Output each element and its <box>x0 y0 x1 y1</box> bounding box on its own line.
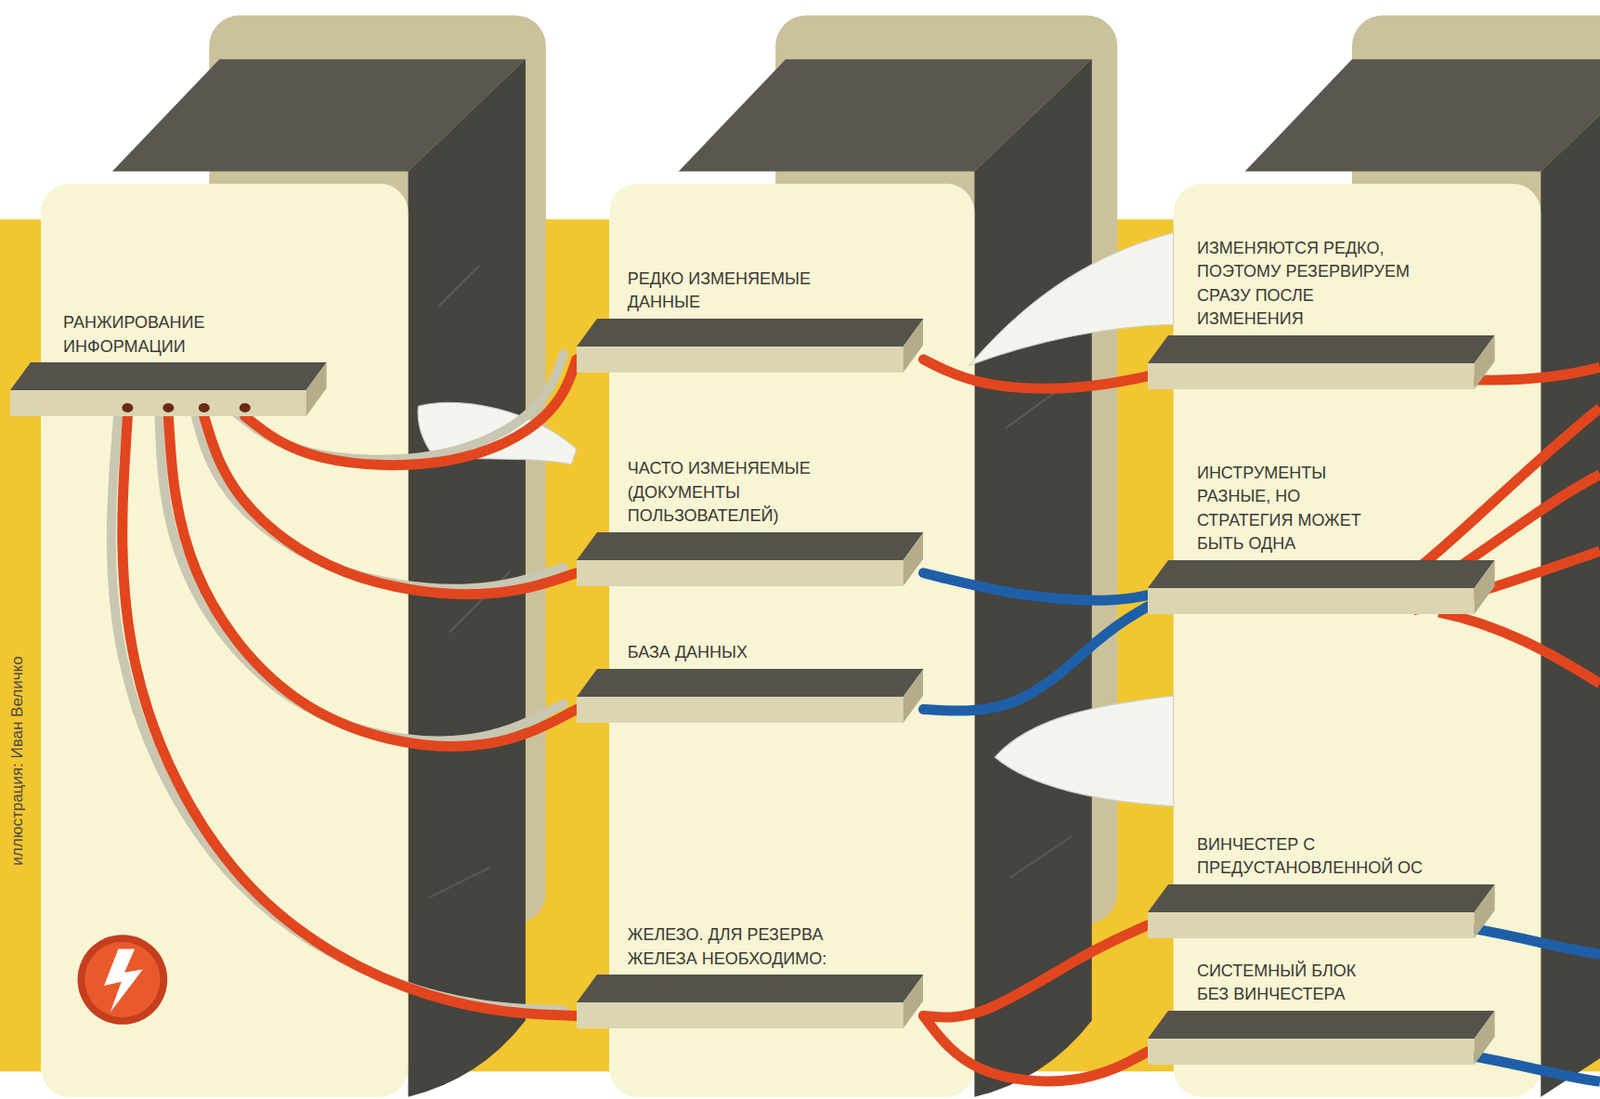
wire <box>122 416 577 1015</box>
shelf-label: ИЗМЕНЯЮТСЯ РЕДКО, ПОЭТОМУ РЕЗЕРВИРУЕМ СР… <box>1196 236 1420 332</box>
wire <box>204 416 577 594</box>
shelf-top <box>1147 559 1496 588</box>
wire-socket <box>162 403 174 413</box>
shelf-end <box>902 318 924 373</box>
shelf-front <box>576 1001 904 1028</box>
paper-curl <box>969 232 1174 365</box>
shelf-node: ИЗМЕНЯЮТСЯ РЕДКО, ПОЭТОМУ РЕЗЕРВИРУЕМ СР… <box>1147 236 1496 390</box>
shelf-node: БАЗА ДАННЫХ <box>576 640 924 723</box>
shelf-node: РАНЖИРОВАНИЕ ИНФОРМАЦИИ <box>10 311 327 417</box>
block-texture <box>1004 387 1071 877</box>
shelf-node: ЖЕЛЕЗО. ДЛЯ РЕЗЕРВА ЖЕЛЕЗА НЕОБХОДИМО: <box>576 923 924 1028</box>
shelf-front <box>1147 911 1475 938</box>
shelf-node: СИСТЕМНЫЙ БЛОК БЕЗ ВИНЧЕСТЕРА <box>1147 959 1496 1065</box>
shelf-end <box>1474 559 1496 614</box>
shelf-top <box>576 532 924 560</box>
shelf <box>1147 1010 1496 1065</box>
shelf-label: ВИНЧЕСТЕР С ПРЕДУСТАНОВЛЕННОЙ ОС <box>1196 832 1448 881</box>
block-top <box>1245 59 1600 172</box>
shelf <box>576 668 924 723</box>
shelf-label: ИНСТРУМЕНТЫ РАЗНЫЕ, НО СТРАТЕГИЯ МОЖЕТ Б… <box>1196 461 1383 557</box>
power-button <box>78 934 169 1025</box>
shelf <box>1147 884 1496 938</box>
shelf-top <box>576 974 924 1002</box>
front-board <box>1173 183 1542 1097</box>
shelf-front <box>576 346 904 373</box>
shelf-node: ВИНЧЕСТЕР С ПРЕДУСТАНОВЛЕННОЙ ОС <box>1147 832 1496 938</box>
shelf-end <box>902 668 924 723</box>
shelf-top <box>1147 1010 1496 1039</box>
lightning-symbol <box>104 949 144 1013</box>
shelf <box>1147 335 1496 390</box>
shelf <box>10 362 327 417</box>
wire <box>923 359 1148 389</box>
shelf-top <box>576 668 924 697</box>
shelf-node: ЧАСТО ИЗМЕНЯЕМЫЕ (ДОКУМЕНТЫ ПОЛЬЗОВАТЕЛЕ… <box>576 456 924 586</box>
paper-curl <box>994 695 1173 807</box>
shelf <box>576 318 924 373</box>
wire <box>923 924 1148 1017</box>
shelf-end <box>1474 335 1496 390</box>
wire-socket <box>121 403 133 413</box>
shelf-end <box>306 362 327 417</box>
wire <box>923 1014 1148 1080</box>
shelf-node: ИНСТРУМЕНТЫ РАЗНЫЕ, НО СТРАТЕГИЯ МОЖЕТ Б… <box>1147 461 1496 614</box>
shelf-label: РАНЖИРОВАНИЕ ИНФОРМАЦИИ <box>63 311 249 359</box>
shelf <box>576 974 924 1028</box>
shelf-end <box>1474 884 1496 938</box>
power-button-face <box>84 941 160 1017</box>
wire <box>168 416 577 746</box>
shelf-front <box>576 696 904 723</box>
shelf-label: СИСТЕМНЫЙ БЛОК БЕЗ ВИНЧЕСТЕРА <box>1196 959 1379 1007</box>
shelf-top <box>1147 884 1496 912</box>
shelf-top <box>576 318 924 347</box>
wire-socket <box>239 403 251 413</box>
shelf-end <box>902 532 924 586</box>
shelf-front <box>1147 363 1475 390</box>
wire <box>1438 611 1600 684</box>
shelf-label: БАЗА ДАННЫХ <box>627 640 748 665</box>
shelf-label: ЧАСТО ИЗМЕНЯЕМЫЕ (ДОКУМЕНТЫ ПОЛЬЗОВАТЕЛЕ… <box>627 456 851 529</box>
shelf-label: ЖЕЛЕЗО. ДЛЯ РЕЗЕРВА ЖЕЛЕЗА НЕОБХОДИМО: <box>627 923 860 971</box>
shelf-front <box>576 559 904 586</box>
shelf <box>576 532 924 586</box>
wire <box>923 572 1148 600</box>
shelf-end <box>1474 1010 1496 1065</box>
shelf-front <box>1147 587 1475 614</box>
shelf-end <box>902 974 924 1028</box>
shelf <box>1147 559 1496 614</box>
shelf-front <box>1147 1038 1475 1065</box>
wire <box>923 606 1148 711</box>
block-side <box>408 59 526 1097</box>
shelf-label: РЕДКО ИЗМЕНЯЕМЫЕ ДАННЫЕ <box>627 267 851 315</box>
shelf-front <box>10 390 307 417</box>
credit-text: иллюстрация: Иван Величко <box>8 655 27 865</box>
shelf-node: РЕДКО ИЗМЕНЯЕМЫЕ ДАННЫЕ <box>576 267 924 373</box>
wire-socket <box>198 403 210 413</box>
block-side <box>974 59 1092 1097</box>
shelf-top <box>1147 335 1496 364</box>
shelf-top <box>10 362 327 391</box>
